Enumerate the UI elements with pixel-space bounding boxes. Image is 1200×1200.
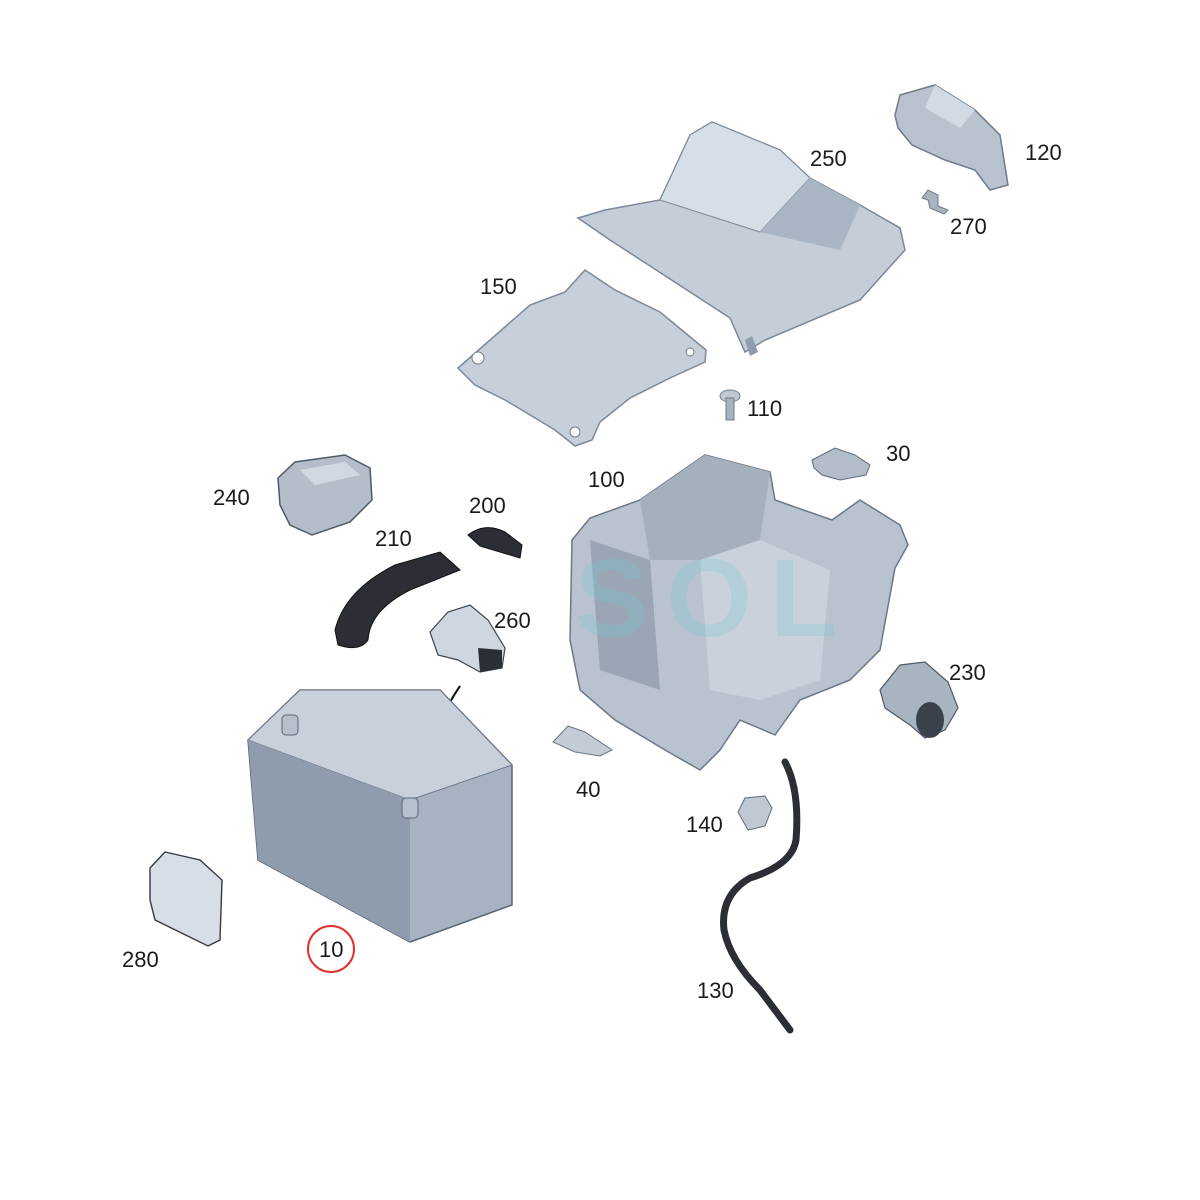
label-10: 10	[319, 937, 344, 962]
label-210: 210	[375, 526, 412, 551]
part-130-vent-hose	[720, 758, 801, 1034]
label-270: 270	[950, 214, 987, 239]
part-30-clip	[811, 447, 871, 481]
label-140: 140	[686, 812, 723, 837]
part-260-terminal	[429, 604, 506, 673]
part-140-clip	[737, 795, 773, 831]
label-100: 100	[588, 467, 625, 492]
part-240-control-module	[277, 454, 373, 536]
part-10-battery	[247, 689, 513, 943]
part-110-bolt	[719, 389, 741, 421]
part-150-insulation-plate	[456, 269, 707, 447]
label-200: 200	[469, 493, 506, 518]
label-230: 230	[949, 660, 986, 685]
label-240: 240	[213, 485, 250, 510]
part-200-hose	[467, 527, 523, 559]
part-120-terminal-cover	[894, 84, 1009, 191]
label-280: 280	[122, 947, 159, 972]
label-250: 250	[810, 146, 847, 171]
label-30: 30	[886, 441, 911, 466]
part-270-bracket	[921, 189, 949, 215]
part-40-bracket	[552, 725, 613, 757]
label-40: 40	[576, 777, 601, 802]
highlight-circle	[307, 925, 355, 973]
part-230-duct	[879, 661, 959, 739]
part-280-sensor	[149, 851, 223, 947]
part-100-battery-tray	[569, 454, 909, 771]
label-110: 110	[747, 396, 783, 421]
part-250-battery-cover	[576, 121, 906, 356]
label-130: 130	[697, 978, 734, 1003]
label-120: 120	[1025, 140, 1062, 165]
label-150: 150	[480, 274, 517, 299]
part-210-hose	[334, 551, 461, 649]
label-260: 260	[494, 608, 531, 633]
